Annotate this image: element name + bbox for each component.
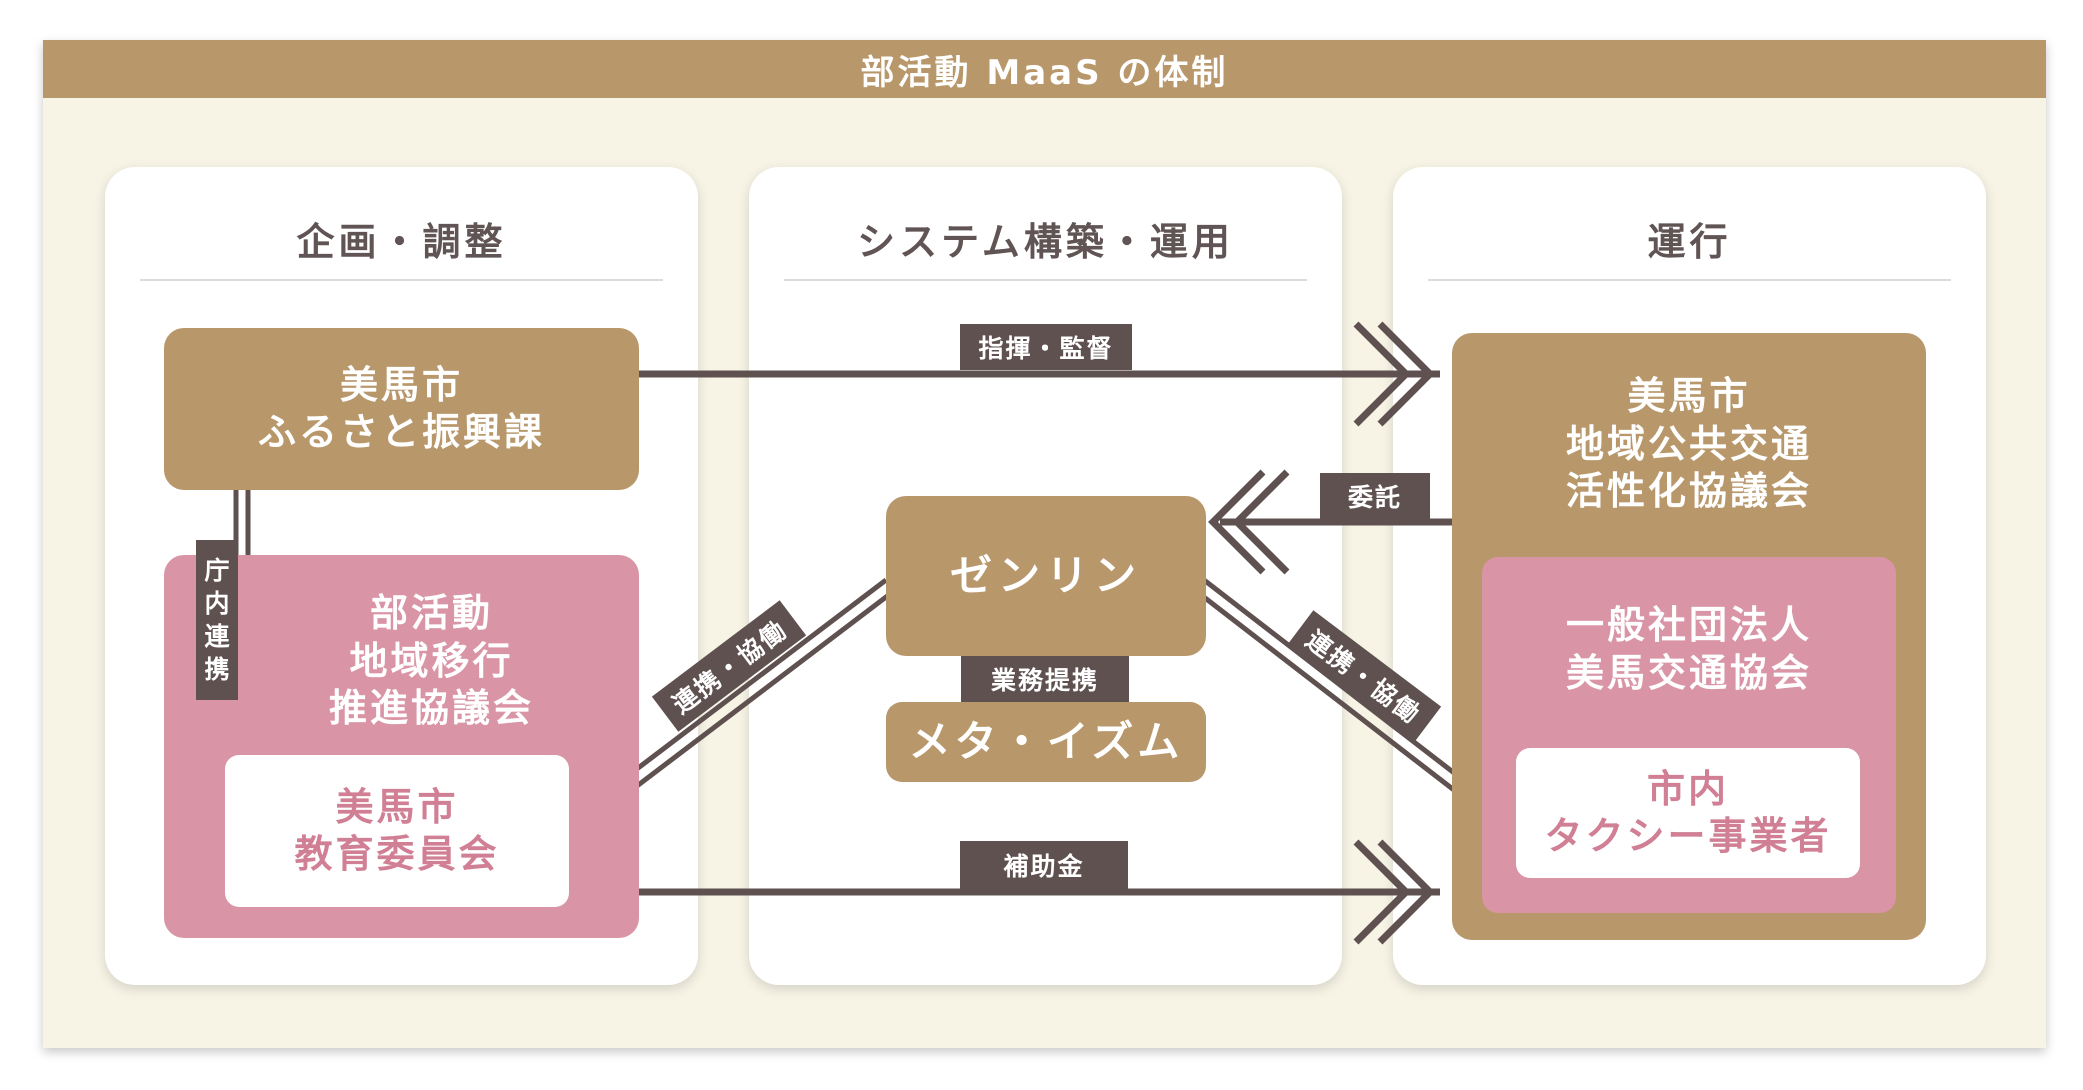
column-header-planning: 企画・調整 [140, 197, 663, 281]
box-zenrin-label: ゼンリン [949, 550, 1142, 600]
label-business-partnership: 業務提携 [961, 656, 1129, 702]
box-metaism-label: メタ・イズム [908, 716, 1184, 766]
box-furusato-line1: 美馬市 [339, 362, 463, 407]
box-education-line1: 美馬市 [335, 784, 459, 829]
box-association-line1: 一般社団法人 [1565, 603, 1812, 647]
subsidy-arrow-head-inner [1377, 839, 1435, 945]
cooperation-right-line-b [1194, 589, 1478, 809]
box-club-line1: 部活動 [369, 591, 493, 635]
box-club-line2: 地域移行 [349, 638, 514, 683]
box-education-line2: 教育委員会 [294, 832, 500, 876]
command-arrow-head-outer [1353, 321, 1411, 427]
box-furusato-line2: ふるさと振興課 [257, 410, 545, 454]
label-internal-char4: 携 [204, 655, 230, 684]
label-internal-char1: 庁 [204, 556, 230, 585]
box-furusato-promotion-division: 美馬市 ふるさと振興課 [164, 328, 639, 490]
label-entrust: 委託 [1320, 473, 1430, 519]
subsidy-arrow-head-outer [1353, 839, 1411, 945]
box-transport-line2: 地域公共交通 [1565, 421, 1812, 466]
box-zenrin: ゼンリン [886, 496, 1206, 656]
label-internal-char3: 連 [204, 622, 230, 651]
box-metaism: メタ・イズム [886, 702, 1206, 782]
box-transport-line1: 美馬市 [1627, 374, 1751, 418]
box-board-of-education: 美馬市 教育委員会 [225, 755, 569, 907]
box-taxi-operators: 市内 タクシー事業者 [1516, 748, 1860, 878]
diagram-title: 部活動 MaaS の体制 [43, 40, 2046, 98]
box-taxi-line1: 市内 [1646, 766, 1729, 811]
box-association-line2: 美馬交通協会 [1565, 650, 1812, 695]
label-internal-cooperation: 庁 内 連 携 [196, 540, 238, 700]
column-header-system: システム構築・運用 [784, 197, 1307, 281]
box-taxi-line2: タクシー事業者 [1544, 814, 1832, 858]
entrust-arrow-head-outer [1208, 469, 1266, 575]
label-internal-char2: 内 [204, 589, 230, 618]
box-transport-line3: 活性化協議会 [1565, 469, 1812, 513]
box-club-line3: 推進協議会 [328, 686, 534, 730]
command-arrow-head-inner [1377, 321, 1435, 427]
column-header-operation: 運行 [1428, 197, 1951, 281]
entrust-arrow-head-inner [1232, 469, 1290, 575]
label-subsidy: 補助金 [960, 841, 1128, 889]
label-command-supervision: 指揮・監督 [960, 324, 1132, 370]
